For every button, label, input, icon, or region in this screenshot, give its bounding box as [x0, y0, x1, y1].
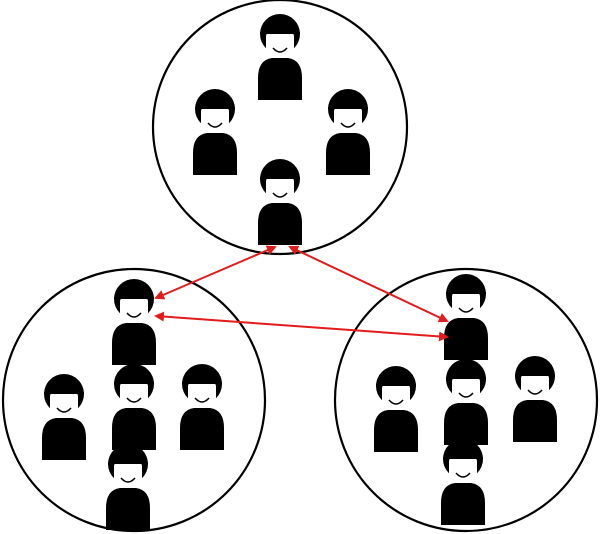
- top-group-person-icon-3: [326, 89, 370, 175]
- connection-arrow-top-group-right-group: [288, 245, 449, 323]
- top-group-person-icon-4: [258, 159, 302, 245]
- right-group-person-icon-1: [444, 274, 488, 360]
- top-group-circle: [151, 0, 409, 256]
- left-group-person-icon-1: [112, 279, 156, 365]
- top-group-person-icon-2: [193, 89, 237, 175]
- connection-arrow-left-group-right-group: [154, 311, 449, 342]
- right-group-person-icon-2: [374, 366, 418, 452]
- left-group-person-icon-3: [112, 364, 156, 450]
- left-group-person-icon-5: [106, 444, 150, 530]
- right-group-person-icon-5: [441, 439, 485, 525]
- left-group-person-icon-4: [180, 364, 224, 450]
- right-group-circle: [333, 267, 599, 533]
- left-group-circle: [1, 267, 267, 533]
- right-group-person-icon-4: [513, 356, 557, 442]
- top-group-person-icon-1: [258, 14, 302, 100]
- connection-arrow-top-group-left-group: [154, 245, 277, 300]
- right-group-person-icon-3: [444, 359, 488, 445]
- left-group-person-icon-2: [42, 374, 86, 460]
